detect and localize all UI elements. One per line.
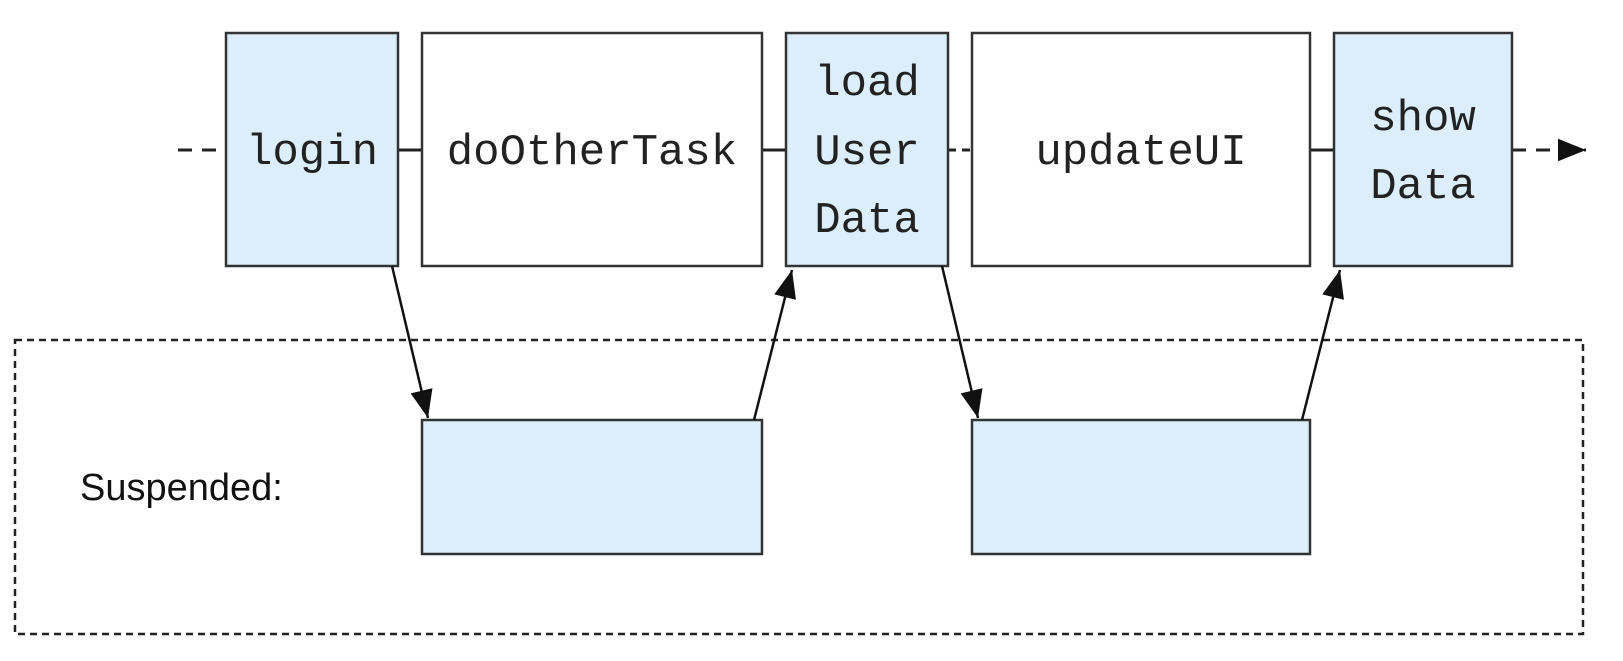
suspended-box-load-user-data bbox=[970, 418, 1312, 556]
task-show-data-box bbox=[1332, 31, 1514, 268]
task-load-user-data-label-line1: load bbox=[814, 59, 920, 109]
task-update-ui-box bbox=[970, 31, 1312, 268]
task-load-user-data-label-line2: User bbox=[814, 128, 920, 178]
arrow-resume-load-user-data bbox=[752, 269, 796, 421]
task-load-user-data-box bbox=[784, 31, 950, 268]
arrow-suspend-login bbox=[390, 265, 433, 419]
task-login-box bbox=[224, 31, 400, 268]
task-load-user-data-label-line3: Data bbox=[814, 196, 920, 246]
suspended-label: Suspended: bbox=[80, 467, 283, 509]
arrow-suspend-load-user-data bbox=[940, 265, 983, 419]
arrow-resume-show-data bbox=[1300, 269, 1344, 421]
task-do-other-task-label: doOtherTask bbox=[447, 128, 737, 178]
suspended-region bbox=[13, 338, 1585, 636]
task-update-ui: updateUI bbox=[970, 31, 1312, 268]
suspended-box-login bbox=[420, 418, 764, 556]
task-show-data: show Data bbox=[1332, 31, 1514, 268]
task-update-ui-label: updateUI bbox=[1035, 128, 1246, 178]
task-show-data-label-line2: Data bbox=[1370, 162, 1476, 212]
task-do-other-task-box bbox=[420, 31, 764, 268]
task-load-user-data: load User Data bbox=[784, 31, 950, 268]
task-login-label: login bbox=[246, 128, 378, 178]
task-do-other-task: doOtherTask bbox=[420, 31, 764, 268]
task-show-data-label-line1: show bbox=[1370, 94, 1476, 144]
task-login: login bbox=[224, 31, 400, 268]
